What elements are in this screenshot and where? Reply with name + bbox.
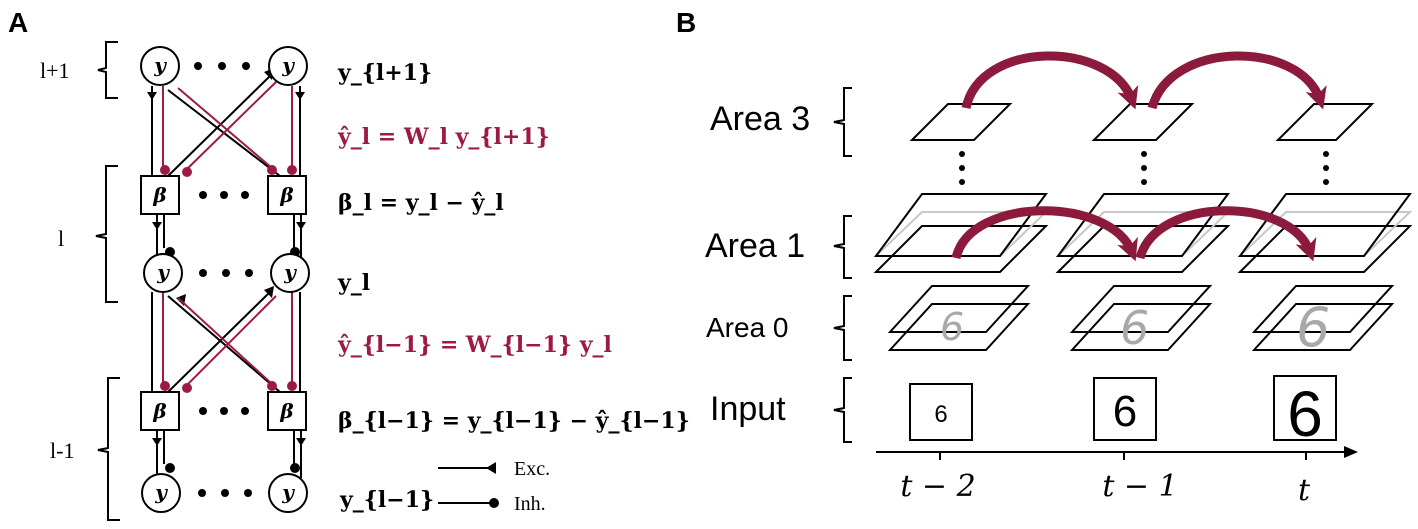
node-y-mid-left (143, 253, 183, 293)
legend: Exc. Inh. (438, 458, 550, 515)
area-1-planes (873, 193, 1413, 273)
node-y-mid-left-label: y (156, 260, 170, 284)
ghost-digit-1: 6 (940, 305, 964, 349)
time-axis (876, 446, 1358, 460)
layer-label-bottom: l-1 (50, 438, 74, 463)
area-1-label: Area 1 (705, 227, 805, 265)
input-digit-3: 6 (1287, 378, 1323, 450)
equation-beta-l-minus-1: β_{l−1} = y_{l−1} − ŷ_{l−1} (338, 408, 690, 434)
node-beta-left (140, 175, 180, 215)
node-beta-right (267, 175, 307, 215)
equation-y-l-plus-1: y_{l+1} (337, 60, 432, 86)
input-digit-2: 6 (1113, 387, 1137, 436)
node-beta-bottom-left-label: β (152, 399, 166, 423)
panel-b-label: B (676, 7, 696, 38)
ghost-digit-3: 6 (1296, 296, 1330, 359)
node-y-right (268, 46, 308, 86)
equation-beta-l: β_l = y_l − ŷ_l (338, 190, 504, 216)
node-y-mid-right (270, 253, 310, 293)
area-3-label: Area 3 (710, 100, 810, 138)
input-boxes: 6 6 6 (909, 375, 1337, 450)
nodes-layer-top: y y (140, 46, 308, 86)
node-y-left (140, 46, 180, 86)
arrow-area3-1 (961, 51, 1139, 110)
arrow-area1-2 (1135, 206, 1317, 262)
layer-label-mid: l (58, 226, 64, 251)
nodes-beta-bottom: β β (140, 391, 307, 431)
area-braces (833, 87, 852, 443)
node-y-mid-right-label: y (283, 260, 297, 284)
equation-yhat-l: ŷ_l = W_l y_{l+1} (337, 124, 550, 150)
recurrent-arrows (951, 51, 1327, 262)
node-y-bottom-left-label: y (154, 480, 168, 504)
node-beta-bottom-right (267, 391, 307, 431)
nodes-layer-mid: y y (143, 253, 310, 293)
time-tick-t: t (1298, 473, 1311, 508)
equation-y-l-minus-1: y_{l−1} (339, 487, 434, 513)
time-tick-t-minus-2: t − 2 (900, 469, 975, 504)
input-label: Input (710, 390, 786, 428)
layer-braces (95, 41, 120, 521)
arrow-area3-2 (1147, 51, 1327, 110)
equation-yhat-l-minus-1: ŷ_{l−1} = W_{l−1} y_l (337, 332, 612, 358)
area-3-planes (909, 103, 1375, 141)
node-y-right-label: y (281, 53, 295, 77)
excitatory-legend-icon (486, 462, 496, 474)
node-y-left-label: y (153, 53, 167, 77)
node-beta-left-label: β (152, 183, 166, 207)
inhibitory-legend-icon (489, 498, 499, 508)
input-box-3 (1273, 375, 1337, 441)
area-0-planes: 6 6 6 (887, 285, 1395, 359)
vertical-ellipsis (959, 151, 1329, 185)
node-y-bottom-right (268, 473, 308, 513)
input-digit-1: 6 (934, 401, 947, 428)
panel-a-label: A (8, 7, 28, 38)
input-box-2 (1093, 377, 1157, 441)
prediction-connections (162, 81, 293, 387)
area-0-label: Area 0 (706, 312, 789, 343)
ghost-digit-2: 6 (1120, 301, 1149, 355)
prediction-dots (160, 165, 297, 393)
input-box-1 (909, 383, 973, 441)
nodes-layer-bottom: y y (141, 473, 308, 513)
node-y-bottom-left (141, 473, 181, 513)
arrow-area1-1 (951, 206, 1138, 262)
node-beta-right-label: β (279, 183, 293, 207)
nodes-beta-top: β β (140, 175, 307, 215)
equation-y-l: y_l (337, 270, 370, 296)
legend-inhibitory: Inh. (514, 493, 546, 515)
node-beta-bottom-right-label: β (279, 399, 293, 423)
node-beta-bottom-left (140, 391, 180, 431)
legend-excitatory: Exc. (514, 458, 550, 480)
layer-label-top: l+1 (40, 58, 70, 83)
time-tick-t-minus-1: t − 1 (1102, 469, 1177, 504)
node-y-bottom-right-label: y (281, 480, 295, 504)
